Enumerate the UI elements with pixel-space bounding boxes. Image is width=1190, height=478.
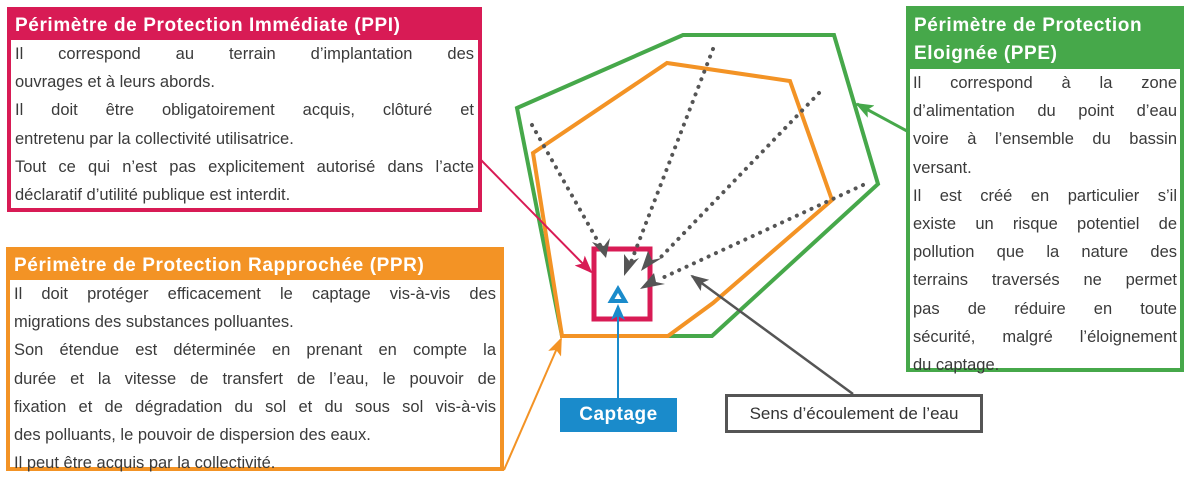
text-line: d’alimentation du point d’eau	[913, 102, 1177, 121]
ppr-pointer-arrow	[503, 337, 562, 471]
text-line: Il peut être acquis par la collectivité.	[14, 454, 276, 473]
ppe-perimeter	[514, 33, 881, 338]
text-line: ouvrages et à leurs abords.	[15, 73, 215, 92]
arrowhead-icon	[624, 254, 639, 276]
arrowhead-icon	[640, 273, 665, 289]
ppi-description-box: Périmètre de Protection Immédiate (PPI) …	[7, 7, 482, 212]
text-line: durée et la vitesse de transfert de l’ea…	[14, 369, 496, 388]
flow-arrowheads	[592, 238, 665, 289]
text-line: Il correspond à la zone	[913, 74, 1177, 92]
text-line: du captage.	[913, 356, 1000, 375]
ppr-description-box: Périmètre de Protection Rapprochée (PPR)…	[6, 247, 504, 472]
arrowhead-icon	[592, 238, 610, 258]
text-line: entretenu par la collectivité utilisatri…	[15, 129, 294, 148]
ppe-title-line: Eloignée (PPE)	[914, 43, 1058, 64]
ppe-title: Périmètre de Protection Eloignée (PPE)	[910, 10, 1180, 69]
text-line: sécurité, malgré l’éloignement	[913, 327, 1177, 346]
flow-line	[658, 183, 865, 281]
flow-lines	[530, 47, 865, 281]
ppi-perimeter	[591, 246, 653, 322]
flow-pointer-arrow	[690, 274, 854, 396]
text-line: Il correspond au terrain d’implantation …	[15, 45, 474, 63]
ppr-text: Il doit protéger efficacement le captage…	[10, 280, 500, 477]
text-line: pollution que la nature des	[913, 243, 1177, 262]
flow-direction-label: Sens d’écoulement de l’eau	[725, 394, 983, 433]
text-line: terrains traversés ne permet	[913, 271, 1177, 290]
text-line: pas de réduire en toute	[913, 299, 1177, 318]
text-line: Tout ce qui n’est pas explicitement auto…	[15, 157, 474, 176]
text-line: déclaratif d’utilité publique est interd…	[15, 186, 291, 205]
ppr-perimeter	[530, 60, 835, 338]
ppi-text: Il correspond au terrain d’implantation …	[11, 40, 478, 209]
text-line: migrations des substances polluantes.	[14, 313, 294, 332]
flow-line	[629, 47, 715, 264]
text-line: fixation et de dégradation du sol et du …	[14, 397, 496, 416]
ppe-text: Il correspond à la zone d’alimentation d…	[910, 69, 1180, 379]
text-line: voire à l’ensemble du bassin	[913, 130, 1177, 149]
arrowhead-icon	[641, 251, 662, 271]
text-line: des polluants, le pouvoir de dispersion …	[14, 426, 371, 445]
ppi-title: Périmètre de Protection Immédiate (PPI)	[11, 11, 478, 40]
flow-line	[530, 123, 602, 247]
ppe-pointer-arrow	[855, 102, 908, 133]
text-line: Il est créé en particulier s’il	[913, 186, 1177, 205]
captage-label: Captage	[560, 398, 677, 432]
ppr-title: Périmètre de Protection Rapprochée (PPR)	[10, 251, 500, 280]
flow-line	[658, 91, 821, 260]
captage-triangle-icon	[607, 285, 629, 303]
text-line: existe un risque potentiel de	[913, 215, 1177, 234]
text-line: Il doit être obligatoirement acquis, clô…	[15, 101, 474, 120]
text-line: versant.	[913, 158, 972, 177]
ppe-description-box: Périmètre de Protection Eloignée (PPE) I…	[906, 6, 1184, 374]
ppi-pointer-arrow	[480, 159, 593, 274]
ppe-title-line: Périmètre de Protection	[914, 15, 1143, 36]
text-line: Son étendue est déterminée en prenant en…	[14, 341, 496, 360]
text-line: Il doit protéger efficacement le captage…	[14, 285, 496, 303]
